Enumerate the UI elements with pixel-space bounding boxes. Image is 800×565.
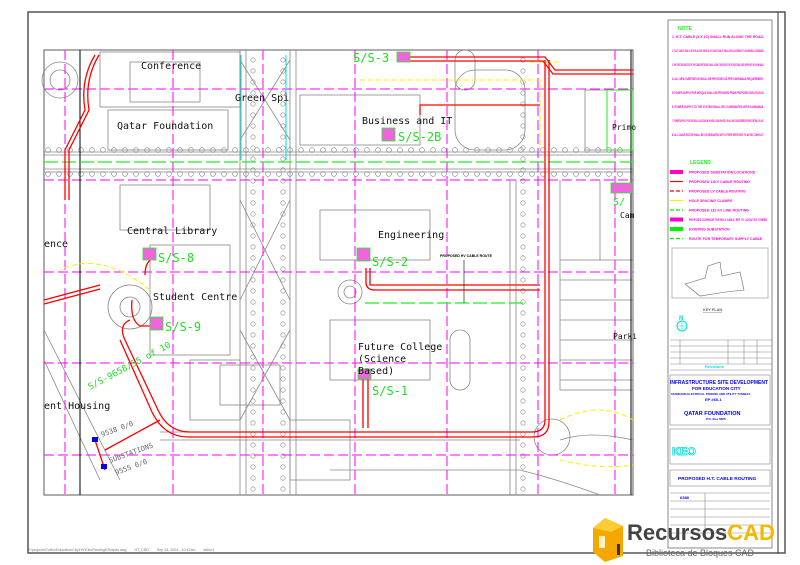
watermark-brand: RecursosCAD bbox=[627, 520, 775, 545]
legend-label: PROPOSED SUBSTATION LOCATIONS bbox=[689, 171, 756, 175]
consultant-logo: KEO bbox=[672, 446, 696, 458]
footer-date: Sep 16, 2004 - 10:47am bbox=[157, 548, 196, 552]
existing-substation-marker bbox=[101, 464, 107, 469]
label-central-library: Central Library bbox=[127, 226, 217, 237]
site-plan: Conference Qatar Foundation Green Spi Bu… bbox=[41, 49, 637, 496]
project-title-2: FOR EDUCATION CITY bbox=[692, 386, 741, 391]
client-name: QATAR FOUNDATION bbox=[684, 411, 741, 417]
key-plan-map bbox=[684, 261, 745, 297]
label-student-centre: Student Centre bbox=[153, 292, 237, 303]
drawing-number: 6388 bbox=[680, 495, 690, 500]
note-title: NOTE bbox=[678, 26, 693, 32]
label-future-college: Future College bbox=[358, 342, 442, 353]
note-item: 7. POWER SUPPLY FOR CENTRAL LOCATION IN … bbox=[672, 119, 764, 123]
legend-title: LEGEND bbox=[690, 160, 711, 166]
label-ence: ence bbox=[44, 239, 68, 250]
key-plan-label: KEY PLAN bbox=[703, 308, 722, 312]
label-ss-slant: S/S-9658/55 of 10 bbox=[87, 341, 173, 393]
label-ss1: S/S-1 bbox=[372, 384, 408, 398]
legend-label: PROPOSED 132 KV LINE ROUTING bbox=[689, 209, 749, 213]
note-item: 4. ALL NEW SUBSTATION SHALL BE PROVIDED … bbox=[672, 77, 764, 81]
footer-path: Z:\projects\Tcdbc\EducationCity\HV\ElecR… bbox=[28, 548, 126, 552]
substations bbox=[142, 51, 634, 380]
legend-label: HOLE SPACING CLAMPS bbox=[689, 199, 733, 203]
label-primo: Primo bbox=[612, 123, 636, 132]
note-item: 6. POWER SUPPLY TO THE SYSTEM SHALL BE C… bbox=[672, 105, 764, 109]
footer: Z:\projects\Tcdbc\EducationCity\HV\ElecR… bbox=[28, 548, 214, 552]
temporary-supply-route bbox=[44, 161, 633, 304]
project-title-1: INFRASTRUCTURE SITE DEVELOPMENT bbox=[670, 380, 768, 386]
label-sub-9538: 9538 0/0 bbox=[100, 420, 134, 439]
label-engineering: Engineering bbox=[378, 230, 444, 241]
title-panel: NOTE 1. H.T. CABLE (3 X 1C) SHALL RUN AL… bbox=[667, 19, 773, 549]
label-ss9: S/S-9 bbox=[165, 320, 201, 334]
label-ss2b: S/S-2B bbox=[398, 130, 441, 144]
label-ss-right: S/ bbox=[613, 197, 625, 208]
label-conference: Conference bbox=[141, 61, 201, 72]
label-parking: Parki bbox=[613, 332, 637, 341]
label-business-it: Business and IT bbox=[362, 116, 452, 127]
drawing-title: PROPOSED H.T. CABLE ROUTING bbox=[678, 476, 757, 482]
north-label: N bbox=[679, 316, 683, 322]
note-item: 5. POWER SUPPLY FOR MOSQUE SHALL BE PROV… bbox=[672, 91, 764, 95]
footer-sheet: HT_CBD bbox=[134, 548, 149, 552]
legend-label: EXISTING SUBSTATION bbox=[689, 228, 730, 232]
watermark-brand-2: CAD bbox=[727, 520, 775, 545]
label-future-college-3: Based) bbox=[358, 366, 394, 377]
note-item: 8. ALL CABLE ROUTE SHALL BE COORDINATED … bbox=[672, 133, 764, 137]
label-ss3: S/S-3 bbox=[353, 51, 389, 65]
project-title-4: EP #60-1 bbox=[705, 397, 722, 402]
label-student-housing: ent Housing bbox=[44, 401, 110, 412]
note-item: 2. PILOT CABLE SHALL BE RUN ALONG WITH 1… bbox=[672, 49, 764, 53]
legend-label: ROUTE FOR TEMPORARY SUPPLY CABLE bbox=[689, 237, 763, 241]
watermark-tagline: Biblioteca de Bloques CAD bbox=[646, 548, 755, 558]
revisions-label: Revisions bbox=[705, 364, 725, 369]
sheet-border bbox=[27, 11, 786, 554]
legend-label: PROPOSED 11KV CABLE ROUTING bbox=[689, 180, 750, 184]
legend-label: PROPOSED CORRIDOR FOR HV/LV CABLE, REF. … bbox=[689, 218, 767, 222]
label-green-spine: Green Spi bbox=[235, 93, 289, 104]
label-qatar-foundation: Qatar Foundation bbox=[117, 121, 213, 132]
footer-user: editor1 bbox=[203, 548, 214, 552]
client-sub: P.O. Box 5825 bbox=[706, 417, 726, 421]
project-title-3: STANDARD ELECTRICAL PARKING AND UTILITY … bbox=[671, 392, 751, 396]
label-ss8: S/S-8 bbox=[158, 251, 194, 265]
proposed-cable-note: PROPOSED HV CABLE ROUTE bbox=[440, 254, 493, 258]
cable-routes bbox=[43, 54, 633, 471]
grid-lines bbox=[44, 50, 633, 495]
watermark-brand-1: Recursos bbox=[627, 520, 727, 545]
watermark-logo: RecursosCAD Biblioteca de Bloques CAD bbox=[593, 518, 775, 562]
note-item: 1. H.T. CABLE (3 X 1C) SHALL RUN ALONG T… bbox=[672, 35, 764, 39]
note-item: 3. THE EXISTING ROUTES OF THE CABLE NETW… bbox=[672, 63, 764, 67]
label-future-college-2: (Science bbox=[358, 354, 406, 365]
label-ss2: S/S-2 bbox=[372, 255, 408, 269]
label-cam: Cam bbox=[620, 211, 635, 220]
existing-substation-marker bbox=[92, 437, 98, 442]
legend-label: PROPOSED LV CABLE ROUTING bbox=[689, 190, 746, 194]
